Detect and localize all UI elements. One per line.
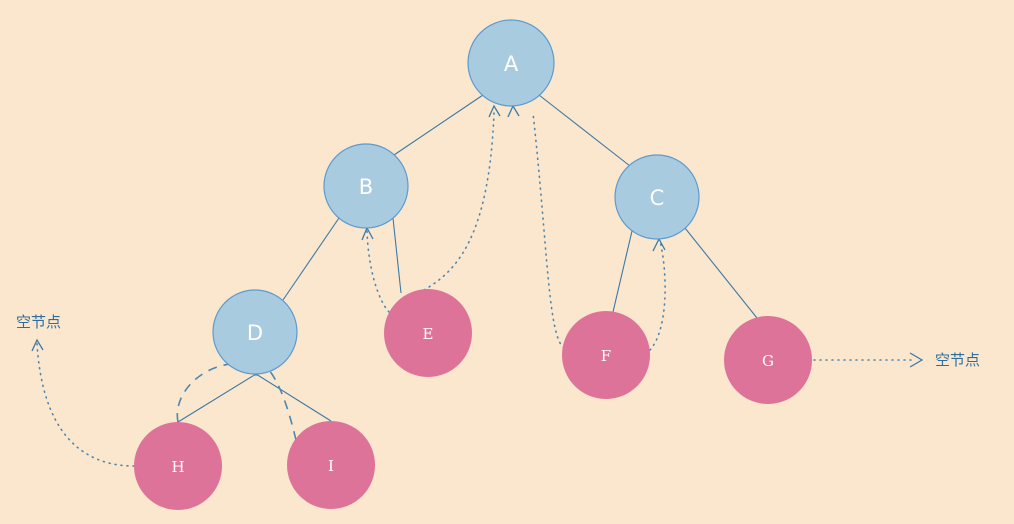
arrowhead-into-null-right <box>909 352 924 368</box>
edge-a-b <box>393 94 484 156</box>
node-e-label: E <box>423 325 434 343</box>
node-a-circle[interactable] <box>467 19 555 107</box>
arrowhead-into-a-left <box>488 104 501 118</box>
node-f[interactable]: F <box>562 311 650 399</box>
edge-d-i <box>255 373 332 422</box>
node-c[interactable]: C <box>614 154 700 240</box>
node-e-circle[interactable] <box>384 289 472 377</box>
arrowhead-into-null-left <box>31 338 44 352</box>
node-f-circle[interactable] <box>562 311 650 399</box>
node-e[interactable]: E <box>384 289 472 377</box>
node-d-circle[interactable] <box>212 289 298 375</box>
node-c-circle[interactable] <box>614 154 700 240</box>
edge-d-h <box>177 373 257 423</box>
edge-c-f <box>612 230 633 313</box>
edge-b-d <box>282 217 340 301</box>
thread-h-to-null-left <box>36 342 135 467</box>
node-i-circle[interactable] <box>287 421 375 509</box>
node-i[interactable]: I <box>287 421 375 509</box>
node-c-label: C <box>650 186 665 210</box>
tree-edges-layer <box>177 94 758 423</box>
annotation-null-right: 空节点 <box>935 351 980 369</box>
node-a-label: A <box>504 52 519 76</box>
arrowhead-into-c <box>652 237 666 252</box>
node-h-circle[interactable] <box>134 422 222 510</box>
thread-f-to-a <box>532 112 565 349</box>
node-f-label: F <box>601 347 611 365</box>
node-g-circle[interactable] <box>724 316 812 404</box>
node-h[interactable]: H <box>134 422 222 510</box>
node-a[interactable]: A <box>467 19 555 107</box>
node-h-label: H <box>171 458 184 476</box>
thread-e-to-b <box>366 229 390 313</box>
edge-a-c <box>538 94 631 167</box>
node-b-label: B <box>359 175 373 199</box>
node-i-label: I <box>328 457 334 475</box>
node-b-circle[interactable] <box>323 143 409 229</box>
edge-c-g <box>684 227 758 319</box>
annotation-null-left: 空节点 <box>16 313 61 331</box>
node-b[interactable]: B <box>323 143 409 229</box>
thread-h-to-d <box>176 362 251 423</box>
edge-b-e <box>392 217 402 294</box>
thread-edges-layer <box>36 112 913 467</box>
thread-f-to-c <box>649 240 666 351</box>
thread-e-to-a <box>423 112 495 291</box>
arrowhead-into-a-right <box>507 104 520 118</box>
node-d-label: D <box>247 321 263 345</box>
node-g-label: G <box>762 352 774 370</box>
node-g[interactable]: G <box>724 316 812 404</box>
node-d[interactable]: D <box>212 289 298 375</box>
